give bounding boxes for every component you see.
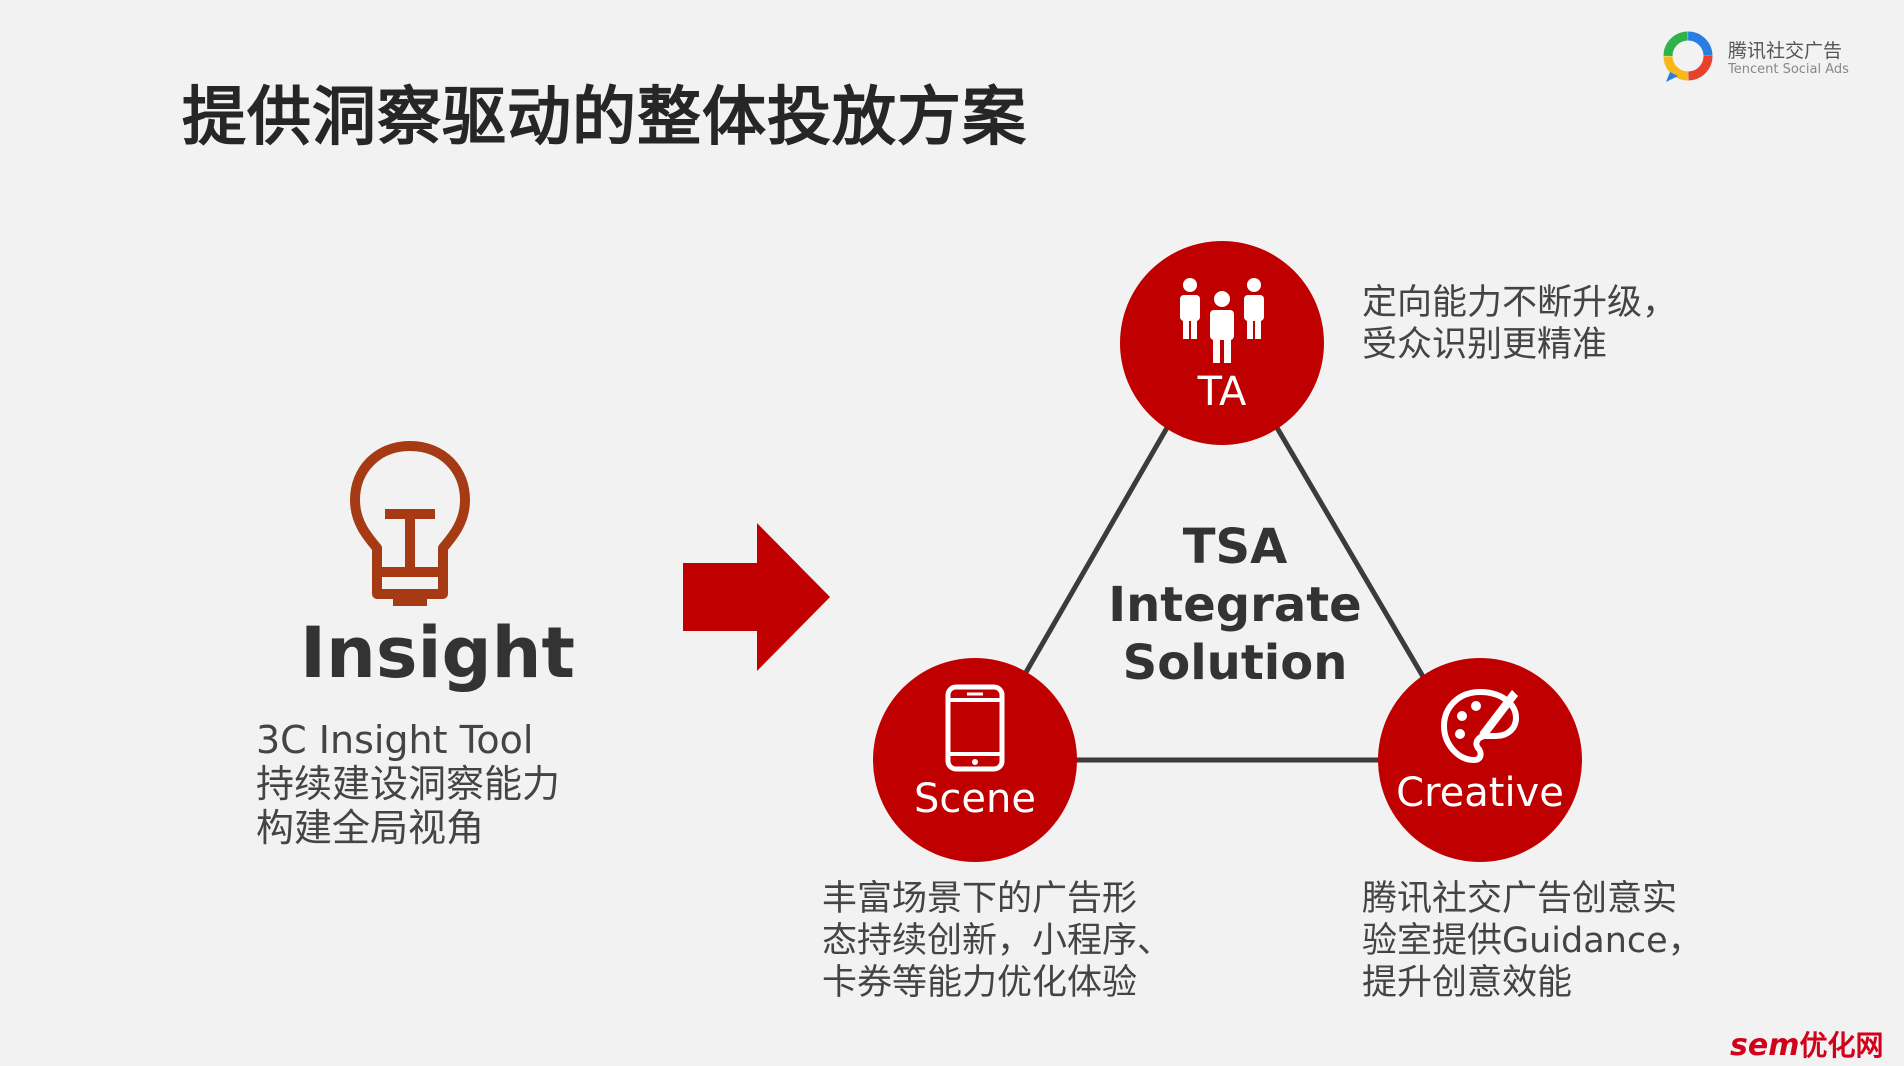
- creative-description-line: 腾讯社交广告创意实: [1362, 879, 1678, 919]
- page-title: 提供洞察驱动的整体投放方案: [182, 81, 1027, 155]
- insight-line: 3C Insight Tool: [256, 718, 534, 762]
- ta-description-line: 受众识别更精准: [1362, 325, 1608, 365]
- diagram-center-label: TSA Integrate Solution: [1100, 518, 1370, 692]
- people-icon: [1180, 278, 1264, 363]
- lightbulb-icon: [350, 441, 470, 606]
- tencent-social-ads-logo: 腾讯社交广告 Tencent Social Ads: [1660, 26, 1860, 86]
- watermark-cn: 优化网: [1799, 1029, 1884, 1062]
- ta-description: 定向能力不断升级， 受众识别更精准: [1362, 282, 1677, 366]
- ta-description-line: 定向能力不断升级，: [1362, 283, 1678, 323]
- watermark: sem优化网: [1730, 1024, 1883, 1064]
- node-creative-label: Creative: [1396, 770, 1564, 816]
- node-ta-label: TA: [1197, 369, 1247, 415]
- watermark-sem: sem: [1730, 1028, 1800, 1063]
- insight-line: 构建全局视角: [256, 806, 485, 850]
- creative-description-line: 验室提供Guidance，: [1362, 921, 1703, 961]
- palette-icon: [1440, 688, 1520, 764]
- insight-description: 3C Insight Tool 持续建设洞察能力 构建全局视角: [256, 718, 560, 850]
- logo-icon: [1663, 31, 1713, 82]
- creative-description: 腾讯社交广告创意实 验室提供Guidance， 提升创意效能: [1362, 878, 1703, 1004]
- node-creative: Creative: [1378, 658, 1582, 862]
- center-line: Integrate: [1108, 577, 1362, 633]
- center-line: Solution: [1122, 635, 1348, 691]
- logo-name-cn: 腾讯社交广告: [1728, 40, 1843, 62]
- scene-description-line: 态持续创新，小程序、: [822, 921, 1173, 961]
- edge-ta-creative: [1273, 424, 1428, 682]
- logo-name-en: Tencent Social Ads: [1728, 62, 1849, 77]
- edge-ta-scene: [1022, 424, 1171, 676]
- scene-description: 丰富场景下的广告形 态持续创新，小程序、 卡券等能力优化体验: [822, 878, 1172, 1004]
- insight-title: Insight: [300, 612, 575, 694]
- node-scene-label: Scene: [914, 776, 1036, 822]
- insight-line: 持续建设洞察能力: [256, 762, 561, 806]
- scene-description-line: 丰富场景下的广告形: [822, 879, 1138, 919]
- node-ta: TA: [1120, 241, 1324, 445]
- creative-description-line: 提升创意效能: [1362, 963, 1573, 1003]
- smartphone-icon: [945, 684, 1005, 772]
- right-arrow-icon: [683, 523, 830, 671]
- scene-description-line: 卡券等能力优化体验: [822, 963, 1138, 1003]
- center-line: TSA: [1182, 519, 1288, 575]
- node-scene: Scene: [873, 658, 1077, 862]
